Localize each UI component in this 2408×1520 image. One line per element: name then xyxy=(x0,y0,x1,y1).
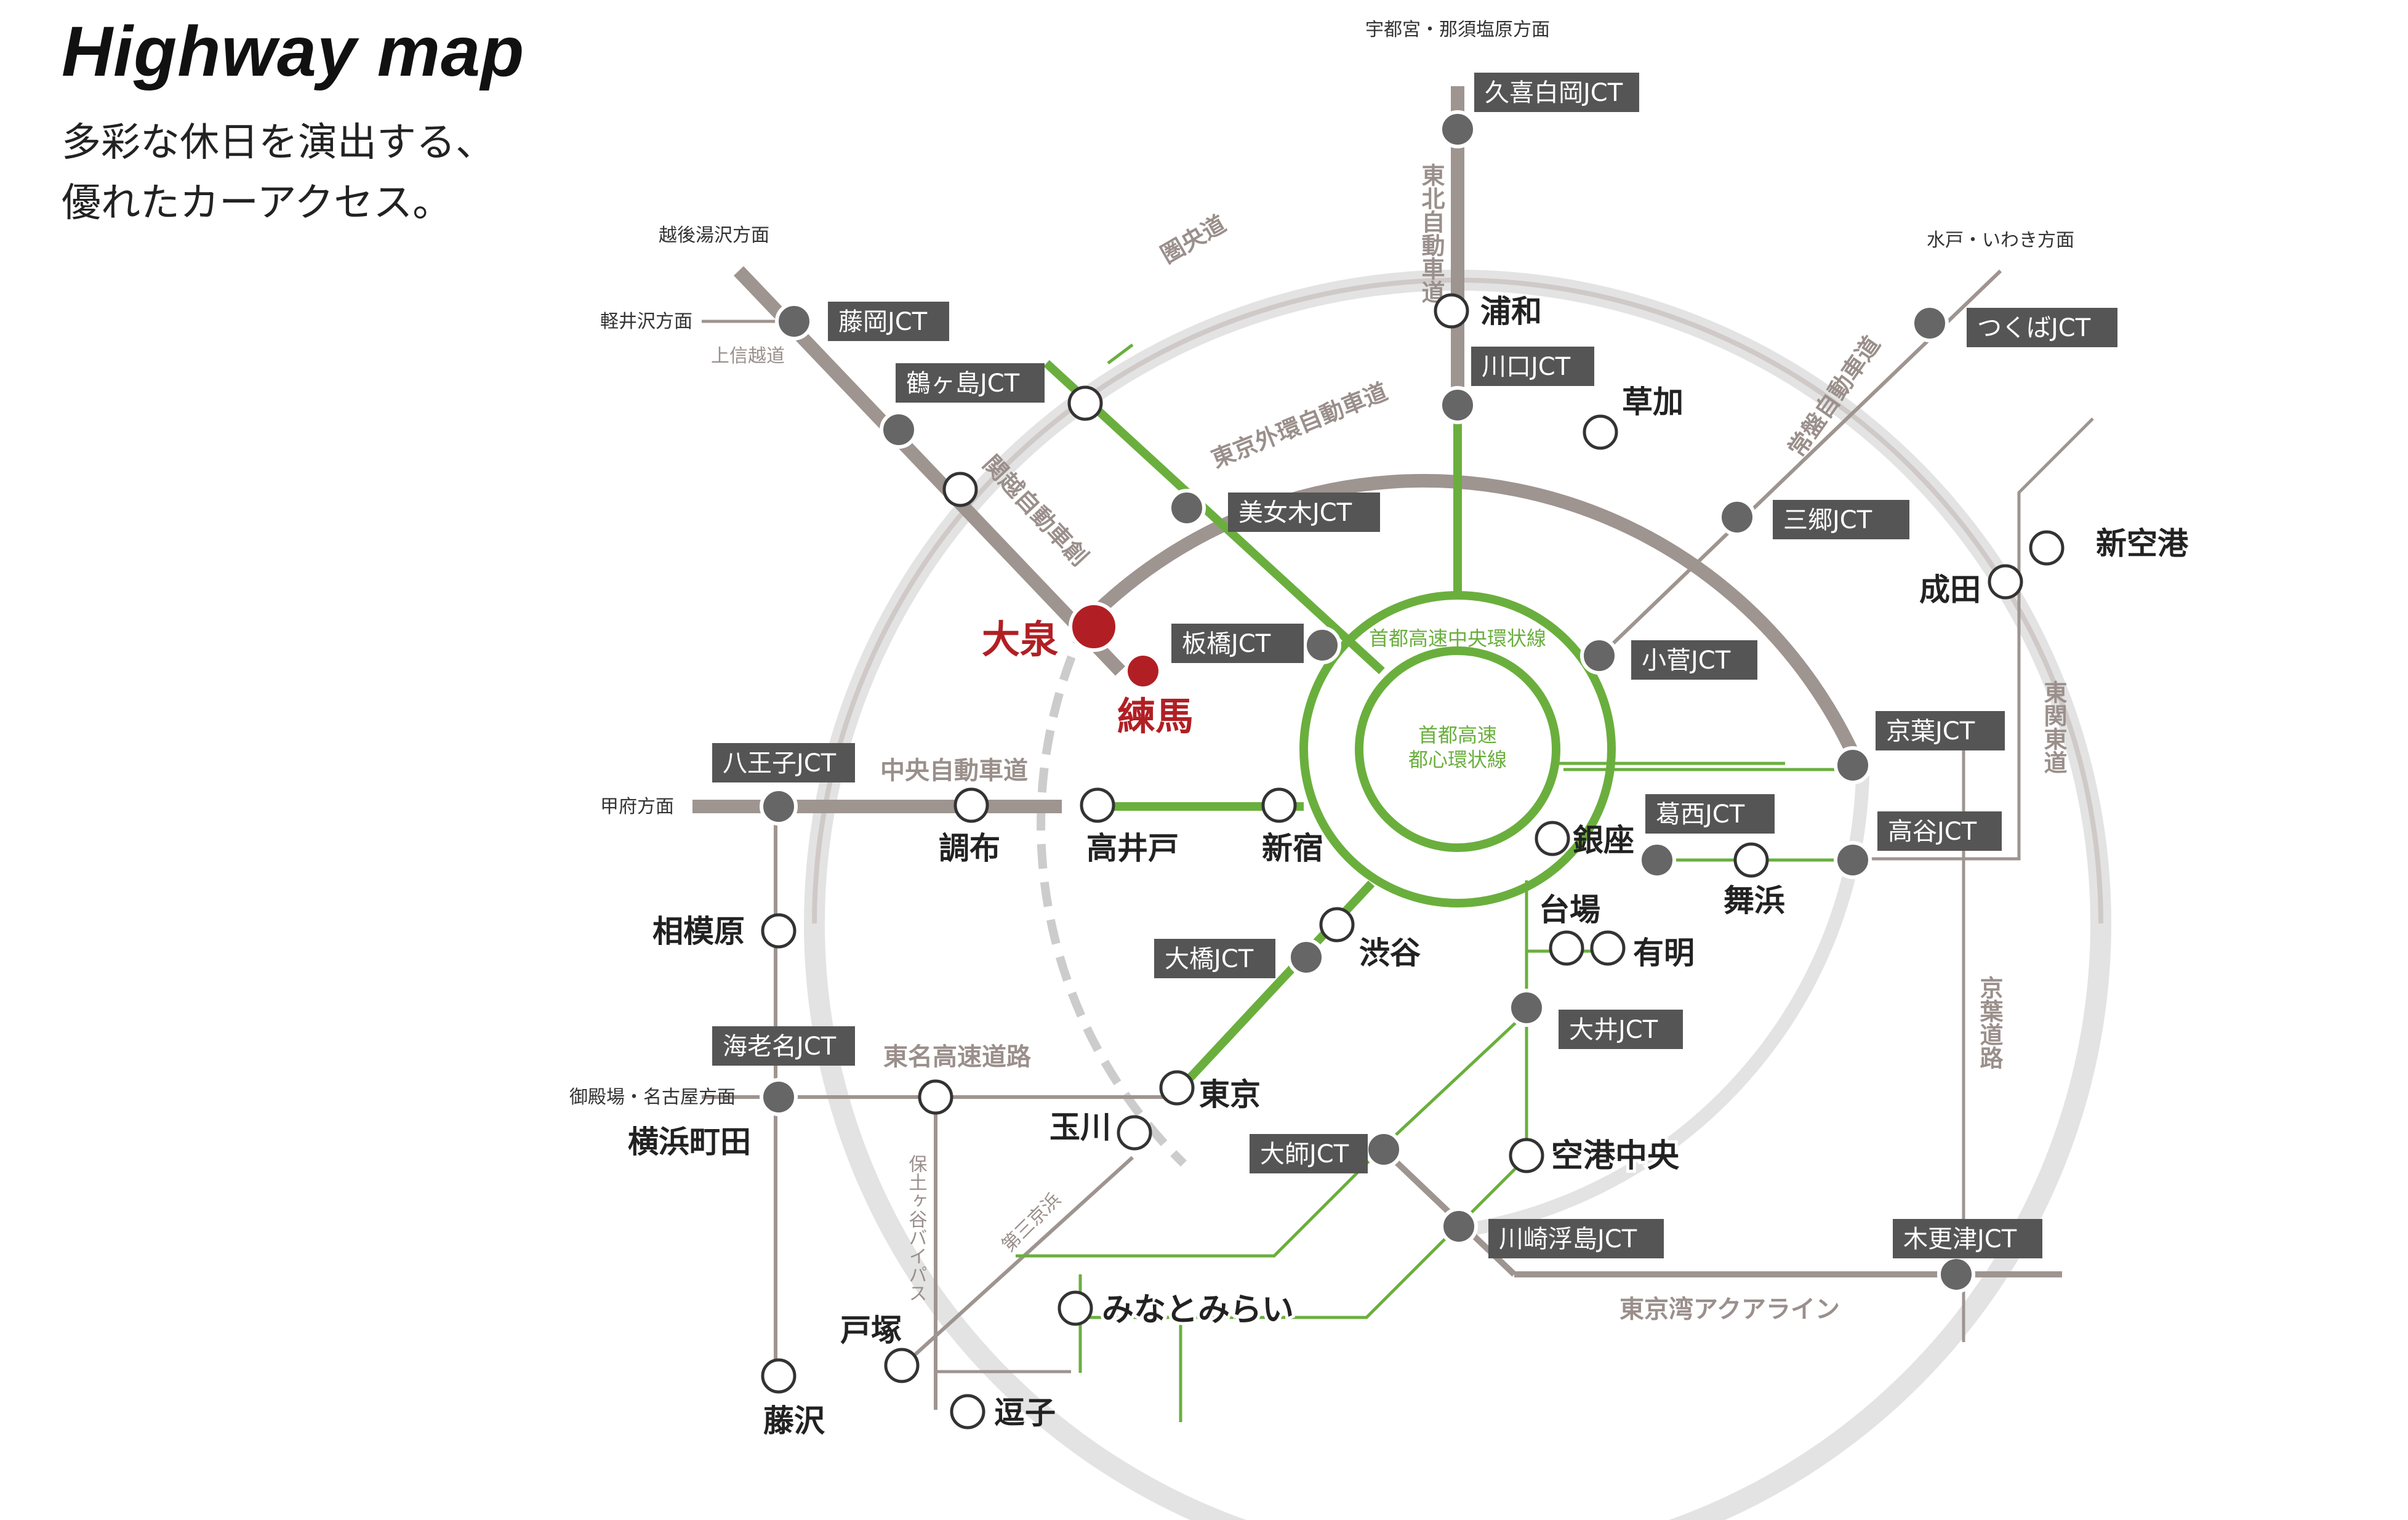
nerima-marker xyxy=(1128,656,1158,686)
place-fujisawa: 藤沢 xyxy=(763,1403,825,1439)
place-urawa: 浦和 xyxy=(1480,294,1542,329)
direction-gotemba: 御殿場・名古屋方面 xyxy=(569,1087,736,1108)
place-shinjuku: 新宿 xyxy=(1262,830,1323,866)
jct-oi: 大井JCT xyxy=(1569,1016,1658,1044)
jct-daishi: 大師JCT xyxy=(1260,1140,1349,1168)
junction-labels: 久喜白岡JCT 藤岡JCT 鶴ヶ島JCT 川口JCT つくばJCT 美女木JCT… xyxy=(712,73,2117,1258)
place-sagamihara: 相模原 xyxy=(652,914,745,949)
road-kenodo: 圏央道 xyxy=(1156,210,1230,268)
place-minatomirai: みなとみらい xyxy=(1102,1292,1294,1329)
road-tomei: 東名高速道路 xyxy=(883,1043,1032,1071)
place-takaido: 高井戸 xyxy=(1086,830,1179,866)
road-keiyo: 京葉道路 xyxy=(1976,976,2004,1069)
road-inner-circular-1: 首都高速 xyxy=(1418,723,1497,747)
road-gaikan: 東京外環自動車道 xyxy=(1208,378,1391,473)
jct-tsurugashima: 鶴ヶ島JCT xyxy=(906,369,1020,398)
place-ariake: 有明 xyxy=(1633,935,1695,971)
jct-bijogi: 美女木JCT xyxy=(1238,499,1352,527)
place-zushi: 逗子 xyxy=(994,1395,1056,1431)
jct-ohashi: 大橋JCT xyxy=(1165,945,1254,973)
road-higashikanto: 東関東道 xyxy=(2040,680,2067,774)
road-chuo: 中央自動車道 xyxy=(880,757,1028,785)
jct-fujioka: 藤岡JCT xyxy=(838,308,928,336)
subtitle-line-1: 多彩な休日を演出する、 xyxy=(62,120,495,166)
jct-hachioji: 八王子JCT xyxy=(723,749,837,778)
place-labels: 浦和 草加 大泉 練馬 新空港 成田 調布 高井戸 新宿 銀座 舞浜 相模原 台… xyxy=(628,294,2189,1439)
jct-kawasaki: 川崎浮島JCT xyxy=(1499,1225,1637,1253)
place-shibuya: 渋谷 xyxy=(1359,935,1421,971)
road-central-circular: 首都高速中央環状線 xyxy=(1369,627,1546,650)
jct-kasai: 葛西JCT xyxy=(1656,800,1745,829)
jct-kisarazu: 木更津JCT xyxy=(1903,1225,2017,1253)
direction-utsunomiya: 宇都宮・那須塩原方面 xyxy=(1365,19,1550,41)
direction-echigo: 越後湯沢方面 xyxy=(659,225,769,246)
place-oizumi: 大泉 xyxy=(982,617,1058,662)
jct-koya: 高谷JCT xyxy=(1888,818,1977,846)
road-tohoku: 東北自動車道 xyxy=(1418,163,1445,304)
subtitle-line-2: 優れたカーアクセス。 xyxy=(62,180,452,226)
road-hodogaya: 保土ヶ谷バイパス xyxy=(905,1154,928,1302)
place-shinkuko: 新空港 xyxy=(2096,526,2189,561)
road-joshinetsu: 上信越道 xyxy=(711,345,785,367)
place-yokohamamachida: 横浜町田 xyxy=(628,1124,751,1160)
road-daisankeihin: 第三京浜 xyxy=(998,1189,1066,1257)
gaikan-ring-arc xyxy=(1082,473,1869,779)
place-narita: 成田 xyxy=(1919,572,1981,608)
direction-karuizawa: 軽井沢方面 xyxy=(600,311,692,332)
place-chofu: 調布 xyxy=(939,830,1000,866)
place-ginza: 銀座 xyxy=(1573,822,1634,858)
place-soka: 草加 xyxy=(1622,384,1684,420)
place-nerima: 練馬 xyxy=(1117,694,1194,739)
place-tamagawa: 玉川 xyxy=(1049,1109,1111,1145)
station-nodes xyxy=(761,293,2065,1430)
oizumi-marker xyxy=(1069,601,1119,652)
road-inner-circular-2: 都心環状線 xyxy=(1408,748,1507,771)
jct-kosuge: 小菅JCT xyxy=(1642,646,1731,675)
place-daiba: 台場 xyxy=(1539,892,1600,928)
jct-ebina: 海老名JCT xyxy=(723,1032,837,1061)
junction-nodes xyxy=(760,110,1975,1293)
direction-mito: 水戸・いわき方面 xyxy=(1927,230,2074,251)
page-title: Highway map xyxy=(62,12,525,91)
place-totsuka: 戸塚 xyxy=(840,1313,902,1348)
jct-itabashi: 板橋JCT xyxy=(1182,630,1271,658)
jct-kawaguchi: 川口JCT xyxy=(1482,353,1571,381)
place-kukochuo: 空港中央 xyxy=(1551,1138,1680,1175)
jct-keiyo: 京葉JCT xyxy=(1886,717,1975,746)
road-aqualine: 東京湾アクアライン xyxy=(1619,1295,1840,1324)
jct-kuki: 久喜白岡JCT xyxy=(1485,79,1623,107)
place-tokyo: 東京 xyxy=(1199,1077,1261,1112)
place-maihama: 舞浜 xyxy=(1724,883,1785,919)
direction-kofu: 甲府方面 xyxy=(600,796,674,818)
road-kanetsu: 関越自動車創 xyxy=(977,450,1093,571)
jct-misato: 三郷JCT xyxy=(1783,506,1872,534)
jct-tsukuba: つくばJCT xyxy=(1977,314,2091,342)
